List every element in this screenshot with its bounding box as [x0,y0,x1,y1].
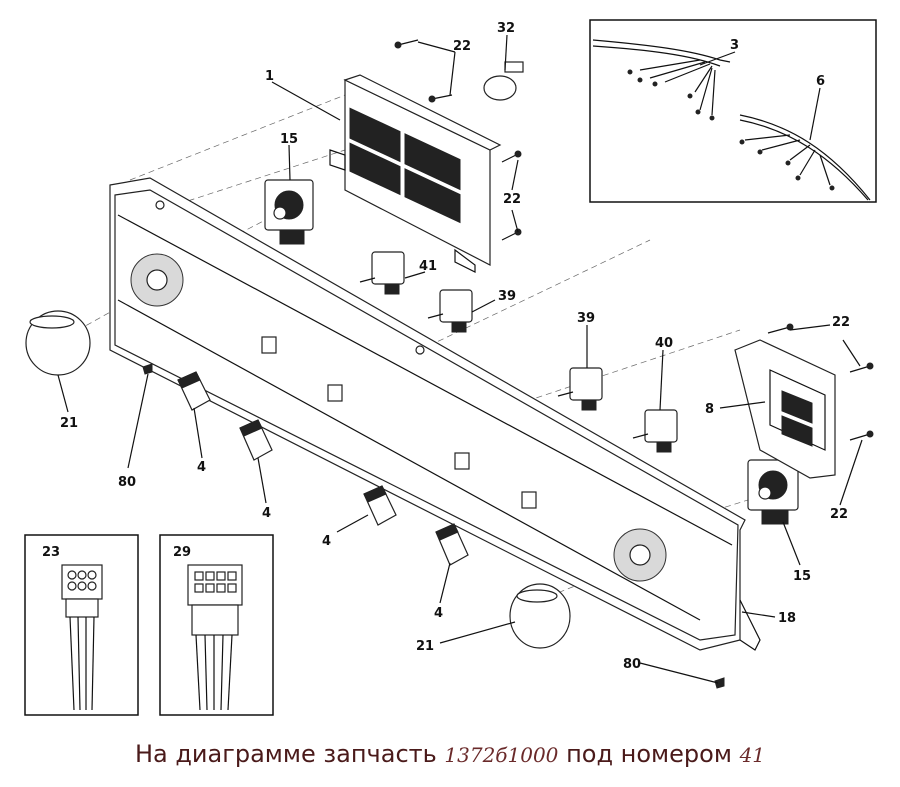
connector-insets [24,534,274,716]
callout-40: 40 [655,336,673,351]
interface-board [734,339,836,479]
callout-29: 29 [173,545,191,560]
caption: На диаграмме запчасть 1372б1000 под номе… [0,740,900,768]
callout-4-b: 4 [262,506,271,521]
callout-23: 23 [42,545,60,560]
rotary-switch [264,179,799,525]
callout-39-right: 39 [577,311,595,326]
console-panel [109,177,761,651]
callout-32: 32 [497,21,515,36]
callout-4-a: 4 [197,460,206,475]
wire-clamp [483,61,524,101]
control-board [329,74,502,273]
selector-switches [359,251,678,453]
callout-6: 6 [816,74,825,89]
callout-4-c: 4 [322,534,331,549]
callout-41: 41 [419,259,437,274]
buttons [177,371,469,566]
callout-18: 18 [778,611,796,626]
callout-22-right: 22 [832,315,850,330]
caption-text: На диаграмме запчасть [134,740,437,768]
callout-labels: 1 3 6 8 15 15 18 21 21 22 22 22 22 23 29… [42,21,850,672]
caption-position: 41 [739,743,766,767]
callout-8: 8 [705,402,714,417]
callout-21-left: 21 [60,416,78,431]
callout-15-top: 15 [280,132,298,147]
callout-22-board: 22 [503,192,521,207]
callout-39-left: 39 [498,289,516,304]
caption-text-middle: под номером [566,740,732,768]
callout-80-bottom: 80 [623,657,641,672]
callout-80-left: 80 [118,475,136,490]
callout-21-bottom: 21 [416,639,434,654]
caption-part-number: 1372б1000 [444,743,559,767]
wire-harness-inset [589,19,877,203]
callout-22-top: 22 [453,39,471,54]
small-screws [142,363,725,689]
leader-lines [57,34,863,684]
callout-3: 3 [730,38,739,53]
callout-15-bottom: 15 [793,569,811,584]
callout-22-lower: 22 [830,507,848,522]
screws [394,39,874,441]
knobs [25,310,571,649]
callout-4-d: 4 [434,606,443,621]
callout-1: 1 [265,69,274,84]
